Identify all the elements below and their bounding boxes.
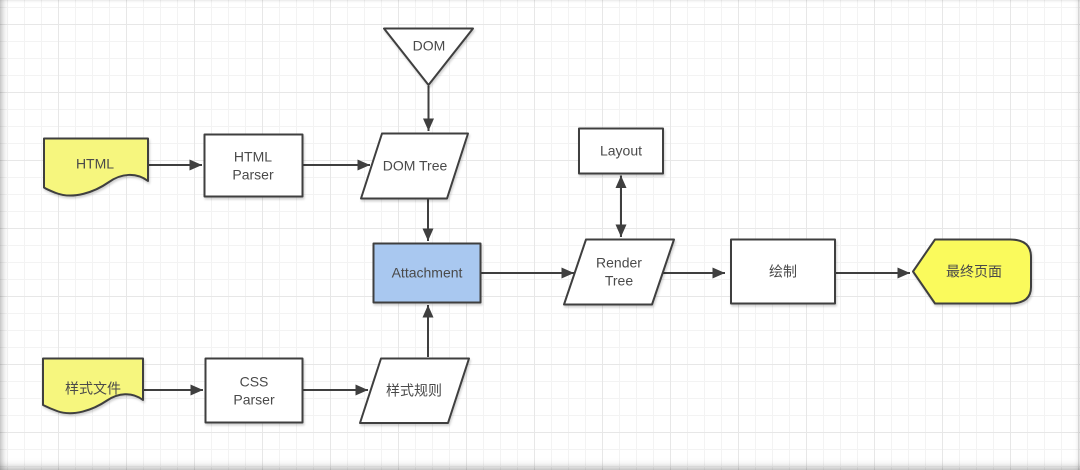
- node-css-parser-shape: [204, 357, 304, 424]
- node-style-doc-shape: [42, 357, 144, 415]
- node-final-page-shape: [912, 238, 1032, 305]
- node-style-rules-shape: [359, 357, 470, 424]
- node-layout-shape: [578, 127, 664, 175]
- node-dom-shape: [383, 27, 474, 86]
- node-dom-tree-shape: [360, 132, 469, 200]
- node-paint-shape: [730, 238, 836, 305]
- node-html-parser-shape: [203, 133, 304, 198]
- node-attachment-shape: [372, 242, 482, 304]
- node-render-tree-shape: [563, 238, 675, 306]
- node-html-doc-shape: [43, 137, 149, 197]
